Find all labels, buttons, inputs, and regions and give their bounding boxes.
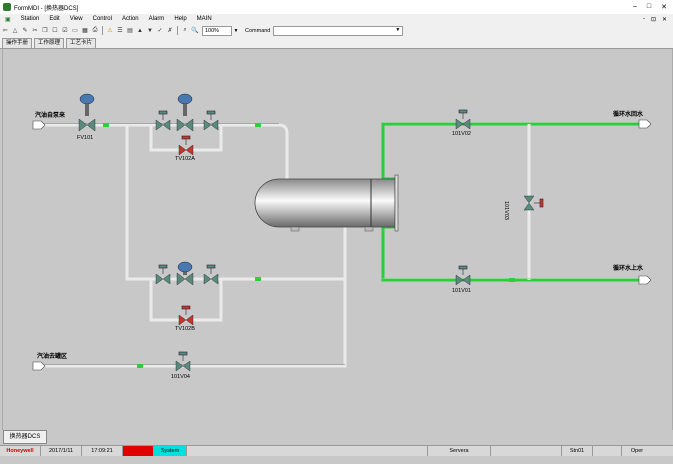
command-input[interactable]: ▼ xyxy=(273,25,404,36)
window-title: FormMDI - [换热器DCS] xyxy=(14,5,79,12)
tab-working-principle[interactable]: 工作原理 xyxy=(34,38,65,48)
menu-help[interactable]: Help xyxy=(174,16,187,22)
label-tv102b[interactable]: TV102B xyxy=(175,326,195,332)
status-mode: Oper xyxy=(630,448,644,454)
label-gasoline-from-pump: 汽油自泵来 xyxy=(35,113,66,119)
label-101v02[interactable]: 101V02 xyxy=(452,131,471,137)
edit-icon[interactable]: ✎ xyxy=(22,28,28,34)
label-cooling-water-supply: 循环水上水 xyxy=(613,266,644,272)
label-101v03[interactable]: 101V03 xyxy=(503,201,509,220)
label-101v04[interactable]: 101V04 xyxy=(171,374,190,380)
heat-exchanger xyxy=(254,174,399,232)
window-icon[interactable]: ▭ xyxy=(72,28,78,34)
list-icon[interactable]: ☰ xyxy=(117,28,123,34)
menu-control[interactable]: Control xyxy=(92,16,112,22)
up-arrow-icon[interactable]: ▲ xyxy=(137,27,143,34)
copy-icon[interactable]: ❐ xyxy=(42,28,48,34)
menu-view[interactable]: View xyxy=(69,16,83,22)
menu-main[interactable]: MAIN xyxy=(196,16,212,22)
triangle-icon[interactable]: △ xyxy=(12,28,18,34)
down-arrow-icon[interactable]: ▼ xyxy=(147,27,153,34)
toolbar-separator xyxy=(177,26,178,35)
status-spacer-2 xyxy=(491,446,562,456)
find-icon[interactable]: ⌕ xyxy=(183,27,187,33)
chevron-down-icon[interactable]: ▼ xyxy=(395,26,401,33)
toolbar: ⇦ △ ✎ ✂ ❐ ☐ ☑ ▭ ▦ ⎙ ⚠ ☰ ▤ ▲ ▼ ✓ ✗ ⌕ 🔍 10… xyxy=(0,24,673,38)
menu-alarm[interactable]: Alarm xyxy=(148,16,165,22)
mdi-restore-button[interactable]: ⊡ xyxy=(650,16,656,23)
label-cooling-water-return: 循环水回水 xyxy=(613,112,644,118)
grid-icon[interactable]: ▦ xyxy=(82,28,88,34)
menu-edit[interactable]: Edit xyxy=(49,16,60,22)
label-gasoline-to-tank: 汽油去罐区 xyxy=(37,354,68,360)
tab-process-card[interactable]: 工艺卡片 xyxy=(66,38,97,48)
status-time: 17:09:21 xyxy=(82,446,123,456)
maximize-button[interactable]: □ xyxy=(646,3,652,10)
brand-logo: Honeywell xyxy=(0,446,41,456)
system-indicator[interactable]: System xyxy=(154,446,187,456)
command-label: Command xyxy=(245,27,271,34)
menu-bar: ▣ Station Edit View Control Action Alarm… xyxy=(0,14,673,24)
label-101v01[interactable]: 101V01 xyxy=(452,288,471,294)
mdi-minimize-button[interactable]: - xyxy=(642,15,645,22)
check-icon[interactable]: ✓ xyxy=(157,28,163,34)
mdi-close-button[interactable]: ✕ xyxy=(661,16,667,23)
zoom-dropdown-icon[interactable]: ▼ xyxy=(233,27,239,34)
search-icon[interactable]: 🔍 xyxy=(191,28,199,34)
status-spacer xyxy=(187,446,428,456)
status-bar: Honeywell 2017/1/11 17:09:21 Alarm Syste… xyxy=(0,445,673,456)
cut-icon[interactable]: ✂ xyxy=(32,28,38,34)
menu-station[interactable]: Station xyxy=(20,16,40,22)
status-server: Servera xyxy=(428,446,491,456)
tab-strip: 操作手册 工作原理 工艺卡片 xyxy=(0,37,673,49)
status-date: 2017/1/11 xyxy=(41,446,82,456)
label-tv102a[interactable]: TV102A xyxy=(175,156,195,162)
cancel-icon[interactable]: ✗ xyxy=(167,28,173,34)
process-diagram xyxy=(32,93,652,372)
status-spacer-3 xyxy=(593,446,622,456)
table-icon[interactable]: ▤ xyxy=(127,28,133,34)
process-canvas: 汽油自泵来 FV101 TV102A TV102B 汽油去罐区 101V04 1… xyxy=(2,49,673,430)
box-check-icon[interactable]: ☑ xyxy=(62,28,68,34)
minimize-button[interactable]: – xyxy=(632,3,637,10)
zoom-select[interactable]: 100% xyxy=(202,25,232,36)
status-station: Stn01 xyxy=(562,446,593,456)
box-icon[interactable]: ☐ xyxy=(52,28,58,34)
back-icon[interactable]: ⇦ xyxy=(2,28,8,34)
tab-operation-manual[interactable]: 操作手册 xyxy=(2,38,33,48)
menu-app-icon: ▣ xyxy=(5,16,11,23)
label-fv101[interactable]: FV101 xyxy=(77,135,94,141)
menu-action[interactable]: Action xyxy=(121,16,139,22)
alarm-indicator[interactable]: Alarm xyxy=(123,446,154,456)
close-button[interactable]: ✕ xyxy=(661,4,667,11)
title-bar: FormMDI - [换热器DCS] – □ ✕ xyxy=(0,0,673,15)
warning-icon[interactable]: ⚠ xyxy=(107,28,113,34)
print-icon[interactable]: ⎙ xyxy=(92,27,98,33)
toolbar-separator xyxy=(102,26,103,35)
page-button-heat-exchanger-dcs[interactable]: 换热器DCS xyxy=(3,430,47,444)
app-icon xyxy=(3,3,11,11)
